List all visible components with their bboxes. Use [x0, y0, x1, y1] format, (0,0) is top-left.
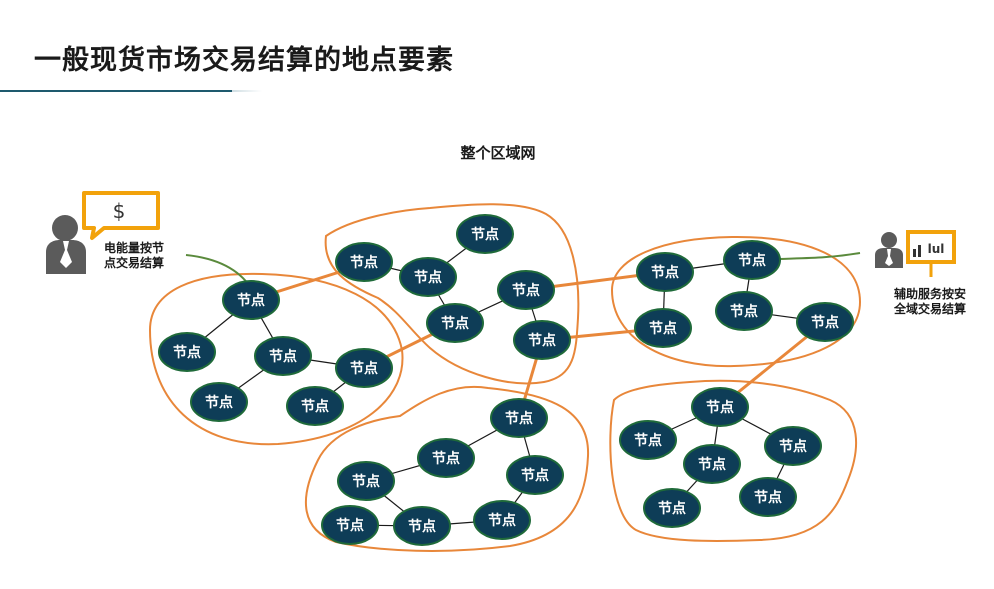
svg-text:节点: 节点 [269, 348, 297, 365]
svg-text:节点: 节点 [301, 398, 329, 415]
speech-bubble-icon: $ [82, 191, 160, 240]
node: 节点 [335, 242, 393, 282]
node: 节点 [796, 302, 854, 342]
node: 节点 [513, 320, 571, 360]
svg-text:节点: 节点 [432, 450, 460, 467]
svg-text:节点: 节点 [521, 467, 549, 484]
node: 节点 [683, 444, 741, 484]
node: 节点 [399, 257, 457, 297]
svg-text:节点: 节点 [512, 282, 540, 299]
right-caption-line2: 全域交易结算 [893, 301, 966, 316]
svg-text:节点: 节点 [651, 264, 679, 281]
svg-text:节点: 节点 [350, 254, 378, 271]
svg-text:节点: 节点 [528, 332, 556, 349]
node: 节点 [636, 252, 694, 292]
right-callout-line [779, 252, 861, 260]
node: 节点 [190, 382, 248, 422]
svg-text:节点: 节点 [505, 410, 533, 427]
svg-text:节点: 节点 [408, 518, 436, 535]
svg-text:节点: 节点 [811, 314, 839, 331]
person-icon [46, 215, 86, 274]
node: 节点 [643, 488, 701, 528]
svg-text:节点: 节点 [336, 517, 364, 534]
svg-text:节点: 节点 [658, 500, 686, 517]
svg-text:节点: 节点 [173, 344, 201, 361]
node: 节点 [286, 386, 344, 426]
node: 节点 [158, 332, 216, 372]
node: 节点 [506, 455, 564, 495]
chart-board-icon: lul [906, 230, 956, 277]
node: 节点 [691, 387, 749, 427]
network-title: 整个区域网 [460, 144, 535, 162]
node: 节点 [222, 280, 280, 320]
node: 节点 [417, 438, 475, 478]
svg-text:节点: 节点 [441, 315, 469, 332]
node: 节点 [497, 270, 555, 310]
node-group: 节点 节点 节点 节点 节点 节点 节点 节点 节点 节点 节点 节点 节点 节… [158, 214, 854, 546]
svg-text:节点: 节点 [414, 269, 442, 286]
svg-text:节点: 节点 [634, 432, 662, 449]
node: 节点 [739, 477, 797, 517]
region-top-right [610, 235, 862, 368]
node: 节点 [335, 348, 393, 388]
left-caption-line2: 点交易结算 [104, 255, 164, 270]
svg-text:节点: 节点 [738, 252, 766, 269]
title-underline [0, 90, 232, 92]
svg-text:节点: 节点 [488, 512, 516, 529]
node: 节点 [490, 398, 548, 438]
svg-text:节点: 节点 [205, 394, 233, 411]
svg-text:节点: 节点 [237, 292, 265, 309]
page-title: 一般现货市场交易结算的地点要素 [34, 45, 454, 76]
svg-text:节点: 节点 [471, 226, 499, 243]
presenter-icon [875, 232, 903, 268]
node: 节点 [715, 291, 773, 331]
node: 节点 [473, 500, 531, 540]
node: 节点 [426, 303, 484, 343]
svg-text:节点: 节点 [352, 473, 380, 490]
node: 节点 [723, 240, 781, 280]
node: 节点 [764, 426, 822, 466]
region-bottom-right [609, 379, 857, 542]
dollar-icon: $ [113, 199, 126, 223]
node: 节点 [634, 308, 692, 348]
bar-chart-icon: lul [928, 242, 945, 256]
title-underline-fade [232, 90, 262, 92]
svg-text:节点: 节点 [649, 320, 677, 337]
left-caption-line1: 电能量按节 [104, 240, 164, 255]
svg-text:节点: 节点 [754, 489, 782, 506]
node: 节点 [456, 214, 514, 254]
node: 节点 [337, 461, 395, 501]
node: 节点 [321, 505, 379, 545]
node: 节点 [254, 336, 312, 376]
svg-text:节点: 节点 [730, 303, 758, 320]
svg-text:节点: 节点 [350, 360, 378, 377]
right-caption-line1: 辅助服务按安 [894, 286, 966, 301]
svg-text:节点: 节点 [706, 399, 734, 416]
node: 节点 [393, 506, 451, 546]
svg-text:节点: 节点 [698, 456, 726, 473]
region-top-center [324, 203, 580, 385]
svg-text:节点: 节点 [779, 438, 807, 455]
node: 节点 [619, 420, 677, 460]
